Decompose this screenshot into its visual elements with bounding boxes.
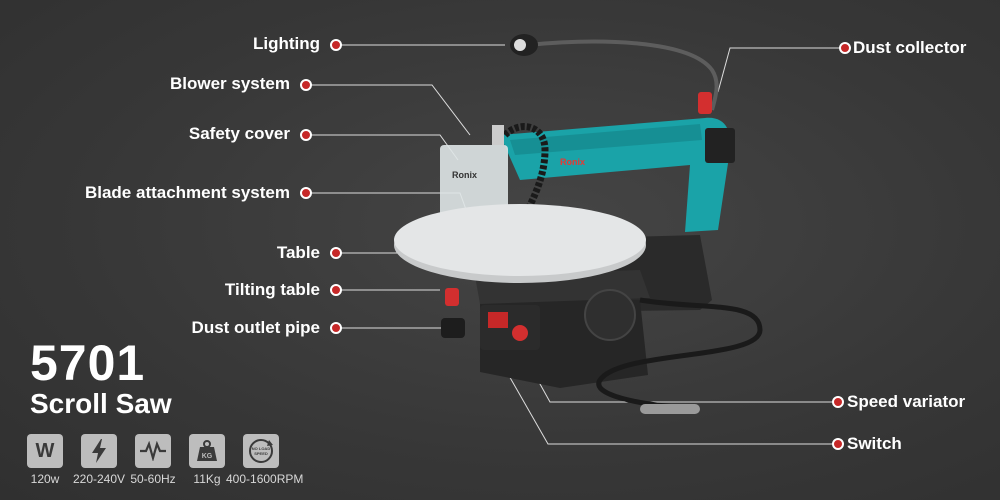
svg-text:SPEED: SPEED: [254, 451, 268, 456]
spec-speed-value: 400-1600RPM: [226, 472, 304, 486]
voltage-icon: [81, 434, 117, 468]
label-dust-outlet-pipe: Dust outlet pipe: [191, 318, 320, 337]
spec-voltage-value: 220-240V: [72, 472, 126, 486]
callout-dot-blower: [300, 79, 312, 91]
label-tilting-table: Tilting table: [224, 280, 320, 299]
label-lighting: Lighting: [252, 34, 320, 53]
svg-text:NO LOAD: NO LOAD: [252, 446, 271, 451]
spec-power: W 120w: [10, 434, 80, 486]
frequency-icon: [135, 434, 171, 468]
label-safety-cover: Safety cover: [188, 124, 290, 143]
spec-power-value: 120w: [30, 472, 60, 486]
spec-weight-value: 11Kg: [193, 472, 221, 486]
callout-dot-switch: [832, 438, 844, 450]
arm-brand-mark: Ronix: [560, 157, 585, 167]
callout-dot-speed: [832, 396, 844, 408]
weight-icon: KG: [189, 434, 225, 468]
spec-frequency: 50-60Hz: [118, 434, 188, 486]
callout-dot-dust-outlet: [330, 322, 342, 334]
label-dust-collector: Dust collector: [853, 38, 967, 57]
cover-brand-mark: Ronix: [452, 170, 477, 180]
spec-weight: KG 11Kg: [172, 434, 242, 486]
spec-frequency-value: 50-60Hz: [130, 472, 176, 486]
label-table: Table: [276, 243, 320, 262]
callout-dot-lighting: [330, 39, 342, 51]
callout-dot-table: [330, 247, 342, 259]
watt-icon: W: [27, 434, 63, 468]
callout-dot-safety: [300, 129, 312, 141]
svg-text:KG: KG: [202, 453, 213, 460]
callout-dot-blade: [300, 187, 312, 199]
label-blade-attachment: Blade attachment system: [84, 183, 290, 202]
label-speed-variator: Speed variator: [847, 392, 966, 411]
spec-voltage: 220-240V: [64, 434, 134, 486]
label-blower-system: Blower system: [170, 74, 290, 93]
callout-dot-tilting: [330, 284, 342, 296]
product-name: Scroll Saw: [30, 388, 172, 419]
label-switch: Switch: [847, 434, 902, 453]
callout-dot-dust-collector: [839, 42, 851, 54]
model-number: 5701: [30, 335, 146, 391]
